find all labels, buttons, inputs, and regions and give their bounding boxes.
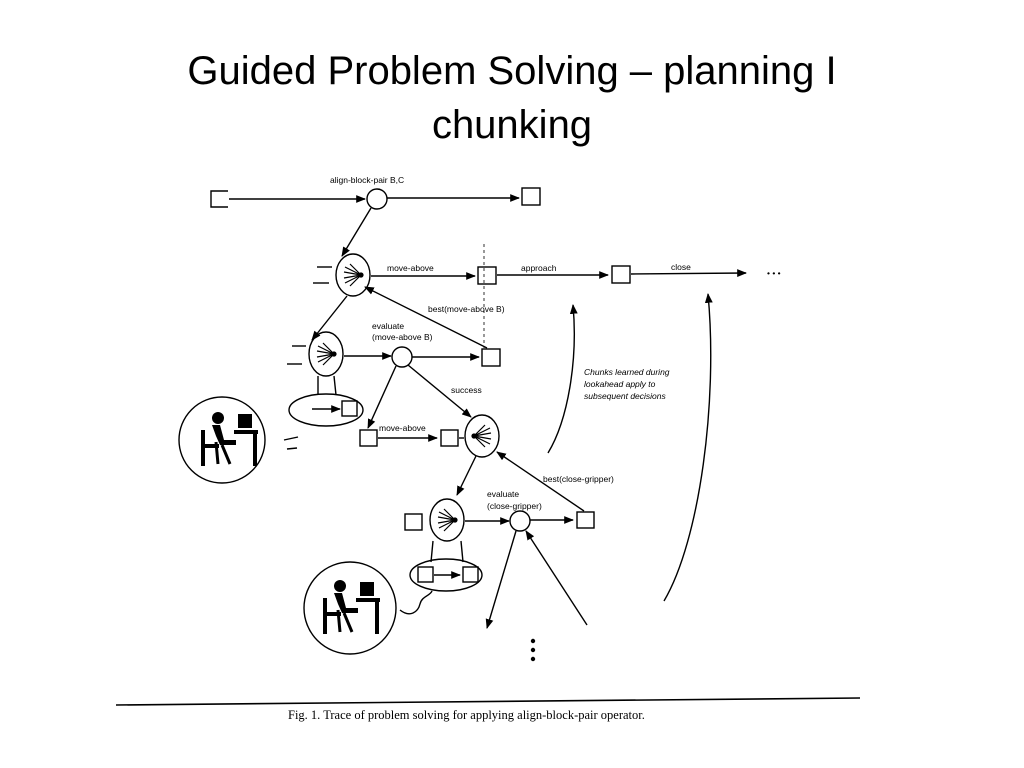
state-box-start [210, 190, 228, 208]
person-at-computer-frame-1 [178, 396, 266, 484]
person-at-computer-icon [201, 412, 258, 466]
chunk-oval-1 [288, 393, 364, 427]
edge-success [407, 364, 472, 418]
figure-rule [115, 697, 861, 706]
label-evaluate-2-line1: evaluate [487, 489, 519, 499]
label-chunks-line3: subsequent decisions [584, 391, 667, 401]
state-box-chunk-2b [462, 566, 479, 583]
chunk-oval-2 [409, 558, 483, 592]
edge-tie-3-to-subgoal [456, 455, 477, 496]
label-evaluate-2-line2: (close-gripper) [487, 501, 542, 511]
edge-lookahead-c [430, 540, 434, 563]
edge-best-close-gripper [496, 451, 585, 512]
label-move-above-1: move-above [387, 263, 434, 273]
state-box-chunk-1 [341, 400, 358, 417]
curved-arrow-chunks-2 [663, 293, 713, 602]
state-box-row4-a [359, 429, 378, 447]
label-evaluate-1-line1: evaluate [372, 321, 404, 331]
squiggle-connector [399, 590, 433, 615]
state-box-row2-a [477, 266, 497, 285]
figure-caption: Fig. 1. Trace of problem solving for app… [288, 708, 645, 722]
edge-best-move-above [364, 286, 488, 349]
vertical-ellipsis [530, 638, 536, 662]
label-success: success [451, 385, 482, 395]
label-align-block-pair: align-block-pair B,C [330, 175, 404, 185]
operator-node-evaluate-2 [509, 510, 531, 532]
tie-impasse-2 [308, 331, 344, 377]
state-box-row5-result [576, 511, 595, 529]
slide-title-line1: Guided Problem Solving – planning I [187, 49, 837, 93]
label-close: close [671, 262, 691, 272]
label-best-move-above: best(move-above B) [428, 304, 505, 314]
state-box-row5-a [404, 513, 423, 531]
edge-operator-to-subgoal-1 [341, 207, 372, 257]
slide-title: Guided Problem Solving – planning I chun… [112, 44, 912, 152]
label-chunks-line2: lookahead apply to [584, 379, 656, 389]
label-approach: approach [521, 263, 557, 273]
state-box-row2-b [611, 265, 631, 284]
edge-lookahead-b [333, 375, 337, 396]
starburst-icon [471, 424, 492, 448]
label-evaluate-1-line2: (move-above B) [372, 332, 433, 342]
operator-node-evaluate-1 [391, 346, 413, 368]
slide-title-line2: chunking [431, 103, 593, 147]
edge-evaluate-2-down-left [485, 530, 517, 629]
person-at-computer-frame-2 [303, 561, 397, 655]
starburst-icon [437, 508, 458, 532]
edge-subgoal-1-to-subgoal-2 [311, 295, 348, 341]
label-ellipsis: • • • [767, 268, 781, 278]
state-box-chunk-2a [417, 566, 434, 583]
state-box-row4-b [440, 429, 459, 447]
state-box-goal [521, 187, 541, 206]
edge-close [630, 269, 747, 277]
label-best-close-gripper: best(close-gripper) [543, 474, 614, 484]
starburst-icon [343, 263, 364, 287]
person-at-computer-icon [323, 580, 380, 634]
starburst-icon [316, 342, 337, 366]
dash-mark-1 [283, 436, 299, 441]
curved-arrow-chunks-1 [547, 304, 578, 454]
label-move-above-2: move-above [379, 423, 426, 433]
dash-mark-2 [286, 447, 298, 450]
tie-impasse-1 [335, 253, 371, 297]
edge-lookahead-d [460, 540, 464, 563]
tie-impasse-3 [464, 414, 500, 458]
state-box-row3-result [481, 348, 501, 367]
edge-return-up [525, 530, 588, 626]
label-chunks-line1: Chunks learned during [584, 367, 670, 377]
operator-node-align-block-pair [366, 188, 388, 210]
tie-impasse-4 [429, 498, 465, 542]
edge-evaluate-1-down [367, 365, 397, 429]
